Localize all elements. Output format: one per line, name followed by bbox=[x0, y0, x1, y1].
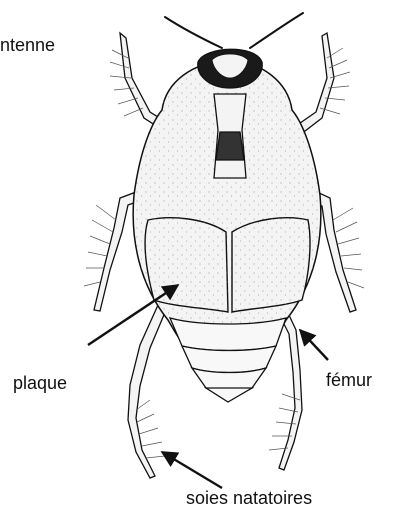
femur-arrow bbox=[300, 330, 328, 360]
antennae bbox=[165, 13, 303, 48]
label-soies-natatoires: soies natatoires bbox=[186, 489, 312, 507]
label-antenne: ntenne bbox=[0, 36, 55, 54]
head bbox=[198, 49, 262, 88]
hind-left-leg bbox=[128, 305, 166, 478]
sternum bbox=[214, 94, 246, 178]
label-plaque: plaque bbox=[13, 374, 67, 392]
label-femur: fémur bbox=[326, 371, 372, 389]
bristles-arrow bbox=[162, 452, 222, 488]
abdomen bbox=[170, 318, 286, 402]
